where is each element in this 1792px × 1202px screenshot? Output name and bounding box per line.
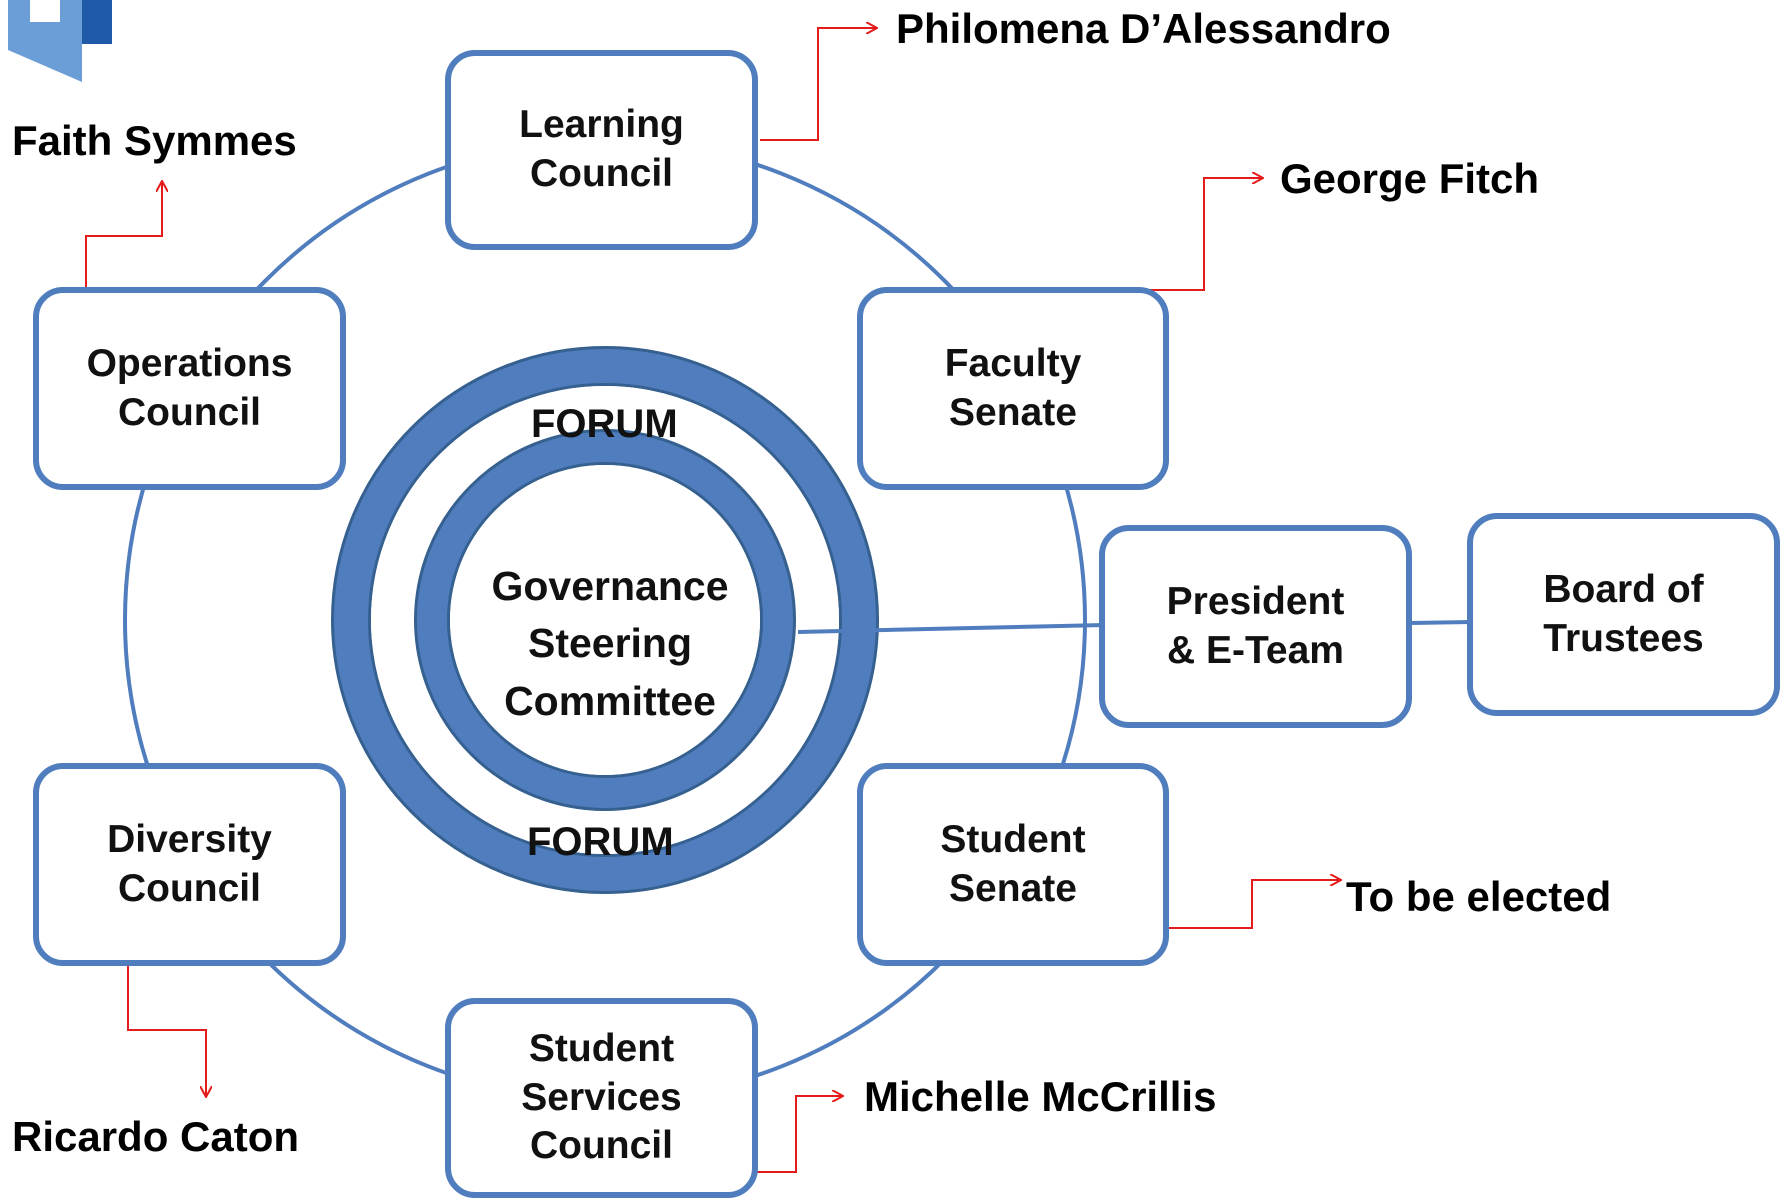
- forum-label-bottom: FORUM: [527, 820, 674, 864]
- learning-council-box: Learning Council: [445, 50, 758, 250]
- president-board-connector: [1409, 620, 1473, 625]
- committee-president-connector: [797, 623, 1106, 634]
- board-of-trustees-box: Board of Trustees: [1467, 513, 1780, 716]
- committee-ring-inner-fill: [450, 465, 760, 775]
- person-student-services-council: Michelle McCrillis: [864, 1073, 1217, 1120]
- forum-ring-fill: [334, 349, 876, 891]
- arrow-operations: [85, 182, 162, 290]
- arrow-student-senate: [1164, 880, 1340, 929]
- person-faculty-senate: George Fitch: [1280, 155, 1540, 202]
- arrow-learning: [760, 28, 876, 141]
- arrow-diversity: [127, 962, 206, 1096]
- operations-council-box: Operations Council: [33, 287, 346, 490]
- faculty-senate-box: Faculty Senate: [857, 287, 1169, 490]
- person-student-senate: To be elected: [1346, 873, 1612, 920]
- arrow-student-services: [750, 1096, 842, 1173]
- forum-label-top: FORUM: [531, 402, 678, 446]
- diversity-council-box: Diversity Council: [33, 763, 346, 966]
- logo-icon: [8, 0, 112, 82]
- governance-steering-committee-label: Governance Steering Committee: [491, 563, 729, 724]
- president-e-team-box: President & E-Team: [1099, 525, 1412, 728]
- person-diversity-council: Ricardo Caton: [12, 1113, 300, 1160]
- student-senate-box: Student Senate: [857, 763, 1169, 966]
- person-operations-council: Faith Symmes: [12, 117, 297, 164]
- committee-ring-fill: [417, 432, 793, 808]
- student-services-council-box: Student Services Council: [445, 998, 758, 1198]
- arrow-faculty: [1148, 178, 1262, 291]
- person-learning-council: Philomena D’Alessandro: [896, 5, 1391, 52]
